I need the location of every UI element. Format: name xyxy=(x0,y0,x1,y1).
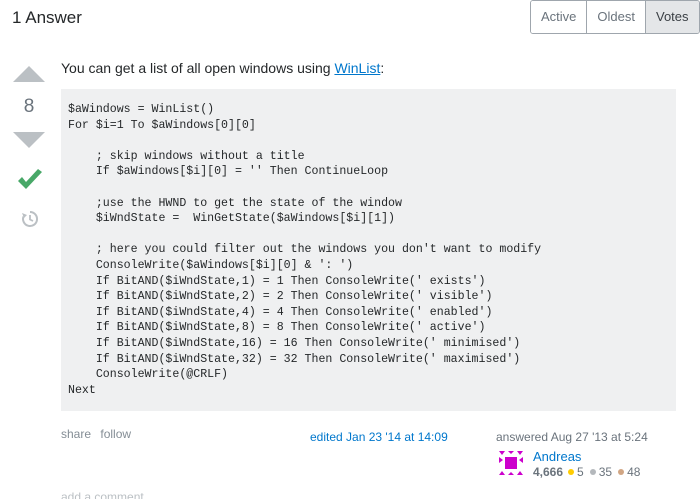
share-link[interactable]: share xyxy=(61,427,92,441)
bronze-badge-icon xyxy=(618,469,625,475)
tab-active[interactable]: Active xyxy=(531,1,588,33)
answers-header: 1 Answer Active Oldest Votes xyxy=(0,0,700,36)
winlist-link[interactable]: WinList xyxy=(334,60,381,76)
user-stats: 4,666 5 35 48 xyxy=(533,465,646,479)
add-comment-link[interactable]: add a comment xyxy=(61,490,144,499)
bronze-badges: 48 xyxy=(618,465,640,479)
intro-suffix: : xyxy=(380,60,385,76)
upvote-arrow-icon[interactable] xyxy=(13,66,45,82)
tab-oldest[interactable]: Oldest xyxy=(587,1,646,33)
silver-badges: 35 xyxy=(589,465,613,479)
follow-link[interactable]: follow xyxy=(100,427,132,441)
vote-count: 8 xyxy=(23,96,35,117)
user-name-link[interactable]: Andreas xyxy=(533,449,582,464)
answer-intro-text: You can get a list of all open windows u… xyxy=(61,60,384,76)
answer-count-title: 1 Answer xyxy=(12,8,82,27)
user-avatar[interactable] xyxy=(496,448,526,478)
gold-badge-count: 5 xyxy=(577,465,584,479)
gold-badge-icon xyxy=(568,469,575,475)
downvote-arrow-icon[interactable] xyxy=(13,132,45,148)
accepted-checkmark-icon xyxy=(18,169,42,189)
answered-timestamp: answered Aug 27 '13 at 5:24 xyxy=(496,430,648,444)
intro-text: You can get a list of all open windows u… xyxy=(61,60,335,76)
gold-badges: 5 xyxy=(568,465,584,479)
bronze-badge-count: 48 xyxy=(627,465,641,479)
code-block: $aWindows = WinList() For $i=1 To $aWind… xyxy=(61,89,676,411)
sort-tabs: Active Oldest Votes xyxy=(530,0,700,34)
silver-badge-count: 35 xyxy=(598,465,613,479)
edited-timestamp-link[interactable]: edited Jan 23 '14 at 14:09 xyxy=(310,430,448,444)
silver-badge-icon xyxy=(589,469,596,475)
history-icon[interactable] xyxy=(21,210,39,228)
tab-votes[interactable]: Votes xyxy=(645,1,699,33)
reputation-score: 4,666 xyxy=(533,465,564,479)
post-menu: share follow xyxy=(61,427,137,441)
